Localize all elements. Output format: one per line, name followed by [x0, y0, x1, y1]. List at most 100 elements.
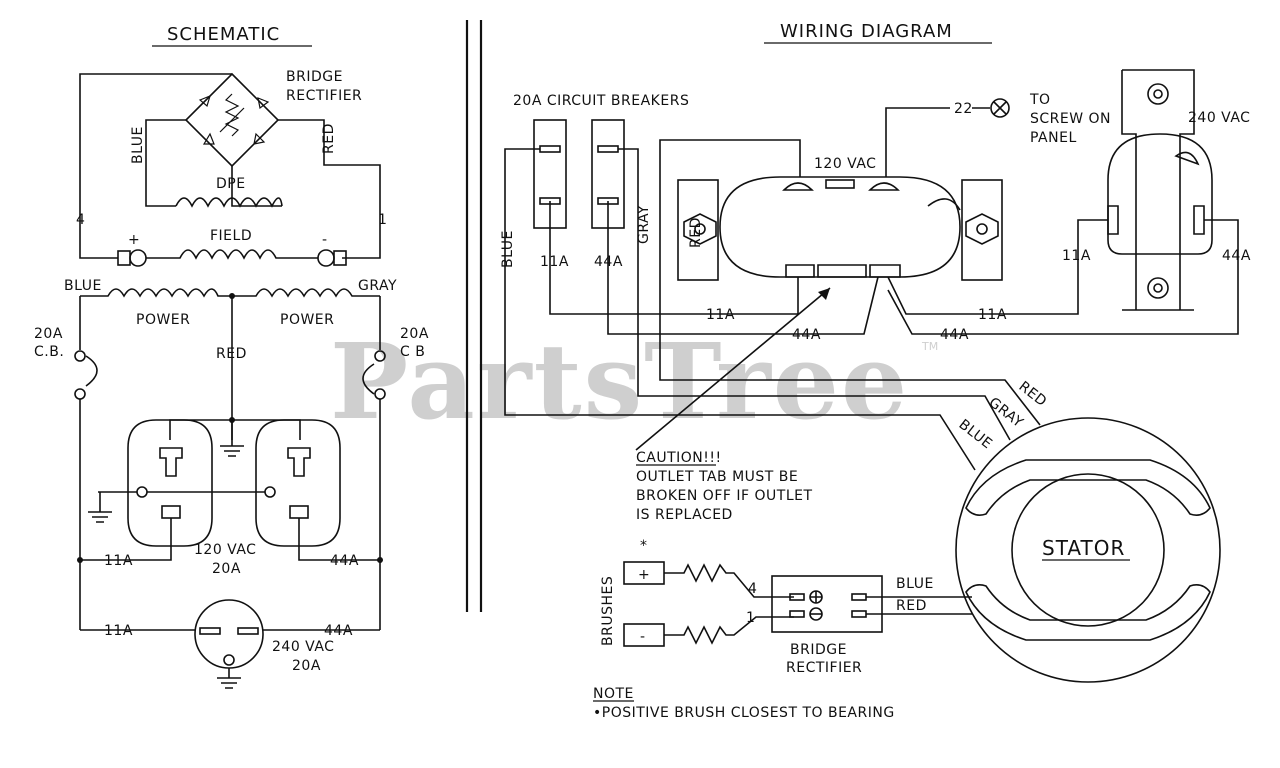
field-coil — [146, 249, 318, 260]
outlet-240v-schematic — [194, 599, 264, 669]
brush-left — [117, 250, 131, 266]
cb-left-bottom — [74, 388, 86, 400]
stator — [955, 417, 1221, 683]
caution-arrow — [635, 287, 831, 451]
r-11a-label: 11A — [1062, 248, 1091, 264]
outlet-240-label-1: 240 VAC — [272, 639, 334, 655]
outlet-240v-receptacle — [1107, 69, 1213, 311]
bridge-rectifier-block — [771, 575, 883, 633]
caution-line-1: OUTLET TAB MUST BE — [636, 469, 798, 485]
breakers-label: 20A CIRCUIT BREAKERS — [513, 93, 689, 109]
caution-arrowhead — [818, 288, 830, 300]
screw-note-3: PANEL — [1030, 130, 1077, 146]
num-4-label: 4 — [748, 581, 757, 597]
terminal-1-label: 1 — [378, 212, 387, 228]
cb-right-label-2: C B — [400, 344, 425, 360]
wire-red-terminal-1 — [278, 119, 381, 259]
note-text: •POSITIVE BRUSH CLOSEST TO BEARING — [593, 705, 895, 721]
panel-screw — [990, 98, 1010, 118]
ground-symbol-240 — [217, 677, 241, 689]
rect-red-label: RED — [896, 598, 927, 614]
wire-44a-240 — [887, 219, 1239, 335]
screw-number-label: 22 — [954, 101, 973, 117]
stator-red-label: RED — [1016, 379, 1050, 411]
wiring-blue-label: BLUE — [500, 230, 516, 268]
wire-44a-breaker — [607, 201, 879, 335]
wire-terminal-4 — [79, 73, 232, 259]
cb-right-arc — [362, 363, 375, 395]
stator-blue-label: BLUE — [956, 417, 996, 453]
schematic-bridge-label-2: RECTIFIER — [286, 88, 362, 104]
cb-left-label-1: 20A — [34, 326, 63, 342]
brush-minus-label: - — [640, 629, 646, 645]
outlet-120v-duplex — [677, 176, 1003, 281]
h-11a-left-label: 11A — [706, 307, 735, 323]
outlet-120-label-1: 120 VAC — [194, 542, 256, 558]
vac-240-label: 240 VAC — [1188, 110, 1250, 126]
plus-label: + — [128, 232, 140, 248]
asterisk-label: * — [640, 538, 648, 554]
wire-blue-dpe — [145, 119, 186, 207]
panel-screw-cross — [993, 101, 1007, 115]
terminal-4-label: 4 — [76, 212, 85, 228]
schematic-red-label: RED — [321, 123, 337, 154]
screw-note-2: SCREW ON — [1030, 111, 1111, 127]
h-11a-right-label: 11A — [978, 307, 1007, 323]
breaker-11a-label: 11A — [540, 254, 569, 270]
cb-left-label-2: C.B. — [34, 344, 64, 360]
cb-right-label-1: 20A — [400, 326, 429, 342]
vac-120-label: 120 VAC — [814, 156, 876, 172]
dpe-label: DPE — [216, 176, 246, 192]
wire-blue — [504, 148, 976, 471]
w44a-outlet-label: 44A — [330, 553, 359, 569]
brush-plus-label: + — [638, 567, 650, 583]
r-44a-label: 44A — [1222, 248, 1251, 264]
brush-resistor-neg — [664, 616, 794, 645]
neutral-bus — [169, 419, 301, 440]
outlet-120-label-2: 20A — [212, 561, 241, 577]
power-gray-label: GRAY — [358, 278, 397, 294]
wire-dpe-right — [231, 166, 282, 207]
watermark: PartsTree — [330, 320, 909, 443]
caution-line-3: IS REPLACED — [636, 507, 733, 523]
note-title: NOTE — [593, 686, 634, 702]
wire-gray — [618, 148, 1011, 441]
power-coils — [80, 288, 380, 298]
schematic-bridge-label-1: BRIDGE — [286, 69, 343, 85]
power-left-label: POWER — [136, 312, 190, 328]
schematic-blue-label: BLUE — [130, 126, 146, 164]
w11a-bottom-label: 11A — [104, 623, 133, 639]
wiring-bridge-label-2: RECTIFIER — [786, 660, 862, 676]
ground-symbol-left — [88, 511, 112, 523]
cb-left-top — [74, 350, 86, 362]
watermark-trademark: TM — [921, 340, 938, 353]
junction-44a — [377, 557, 383, 563]
field-label: FIELD — [210, 228, 252, 244]
power-blue-label: BLUE — [64, 278, 102, 294]
schematic-red-neutral-label: RED — [216, 346, 247, 362]
outlet-120v-right — [255, 419, 341, 547]
outlet-240-label-2: 20A — [292, 658, 321, 674]
stator-label: STATOR — [1042, 536, 1125, 560]
w44a-bottom-label: 44A — [324, 623, 353, 639]
wire-red — [659, 139, 1041, 426]
caution-title: CAUTION!!! — [636, 450, 722, 466]
h-44a-left-label: 44A — [792, 327, 821, 343]
wiring-bridge-label-1: BRIDGE — [790, 642, 847, 658]
schematic-title: SCHEMATIC — [167, 24, 280, 45]
wiring-diagram: 20A CIRCUIT BREAKERS 11A 44A BLUE GRAY R… — [500, 69, 1251, 721]
num-1-label: 1 — [746, 610, 755, 626]
schematic-bridge-rectifier — [184, 72, 280, 168]
cb-right-top — [374, 350, 386, 362]
slip-ring-left — [129, 249, 147, 267]
brushes-label: BRUSHES — [600, 576, 616, 646]
junction-11a — [77, 557, 83, 563]
screw-note-1: TO — [1029, 92, 1051, 108]
brush-resistor-pos — [664, 563, 794, 598]
cb-left-arc — [85, 355, 98, 387]
h-44a-right-label: 44A — [940, 327, 969, 343]
wire-11a-outlet — [80, 518, 172, 561]
rect-blue-label: BLUE — [896, 576, 934, 592]
minus-label: - — [322, 232, 328, 248]
wire-11a-breaker — [549, 201, 799, 315]
